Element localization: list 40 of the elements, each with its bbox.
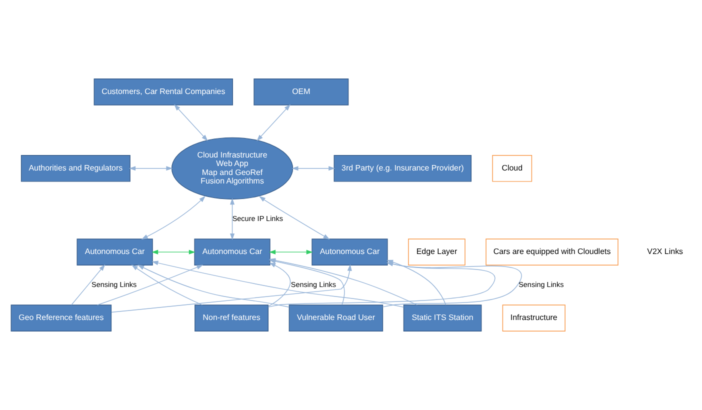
arrow xyxy=(268,262,496,308)
node-ellipse: Cloud Infrastructure Web App Map and GeoRef Fusion Algorithms xyxy=(171,137,294,200)
node-box: Edge Layer xyxy=(408,238,466,266)
node-box: Static ITS Station xyxy=(403,304,482,332)
arrow xyxy=(386,260,446,306)
edge-label: Secure IP Links xyxy=(232,214,283,223)
arrow xyxy=(269,250,313,254)
arrow xyxy=(96,264,204,306)
edge-label: Sensing Links xyxy=(290,280,336,289)
node-box: Autonomous Car xyxy=(194,238,270,266)
edge-label: Sensing Links xyxy=(518,280,564,289)
node-box: Autonomous Car xyxy=(312,238,388,266)
arrow xyxy=(152,260,404,308)
node-box: 3rd Party (e.g. Insurance Provider) xyxy=(334,154,472,182)
arrow xyxy=(174,104,208,142)
node-box: Customers, Car Rental Companies xyxy=(94,78,233,106)
node-box: Geo Reference features xyxy=(10,304,112,332)
arrow xyxy=(141,196,206,240)
node-box: Autonomous Car xyxy=(76,238,153,266)
arrow xyxy=(268,262,291,307)
arrow xyxy=(131,264,203,306)
edge-label: Sensing Links xyxy=(92,280,137,289)
arrow xyxy=(152,250,196,254)
arrow xyxy=(71,264,106,306)
arrow xyxy=(382,262,522,308)
node-box: Non-ref features xyxy=(194,304,269,332)
node-box: Cloud xyxy=(492,154,532,182)
arrow xyxy=(292,166,336,171)
node-box: Vulnerable Road User xyxy=(288,304,384,332)
node-box: OEM xyxy=(254,78,349,106)
label: V2X Links xyxy=(647,247,684,256)
arrow xyxy=(138,264,290,308)
node-box: Cars are equipped with Cloudlets xyxy=(486,238,618,266)
arrow xyxy=(256,104,291,142)
node-box: Infrastructure xyxy=(502,304,566,332)
arrow xyxy=(111,264,352,313)
arrow xyxy=(230,198,235,240)
arrow xyxy=(129,166,173,171)
node-box: Authorities and Regulators xyxy=(20,154,130,182)
arrow xyxy=(258,196,330,240)
